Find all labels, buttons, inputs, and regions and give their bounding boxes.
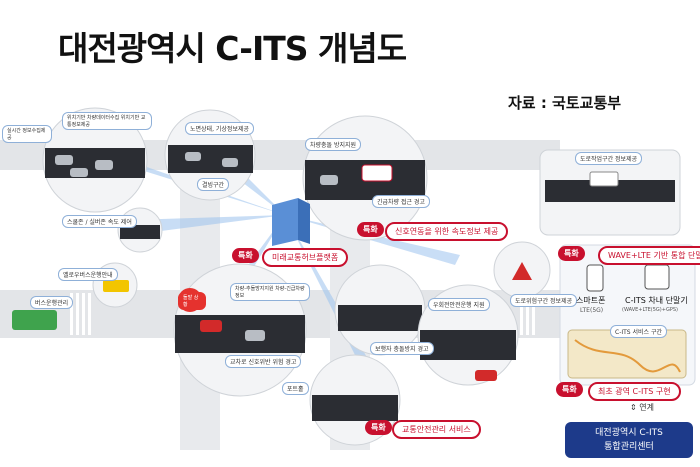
road-work-label: 도로작업구간 정보제공 — [575, 152, 643, 165]
service-zone-label: C-ITS 서비스 구간 — [610, 325, 668, 338]
special-tag-1: 특화 — [357, 222, 384, 237]
bus-icon — [12, 310, 57, 330]
integrated-control-center: 대전광역시 C-ITS 통합관리센터 — [565, 422, 693, 458]
center-name-line2: 통합관리센터 — [604, 442, 654, 452]
future-platform-pill: 미래교통허브플랫폼 — [262, 248, 349, 267]
center-building-icon — [272, 198, 310, 246]
collision-label: 차량-추돌방지지원 차량-긴급차량 정보 — [230, 283, 310, 301]
vehicle-info-label: 위치기반 차량데이터수집 위치기반 교통정보제공 — [62, 112, 152, 130]
center-name-line1: 대전광역시 C-ITS — [595, 428, 663, 438]
link-label: ⇕ 연계 — [630, 403, 654, 412]
terminal-panel — [559, 244, 696, 386]
signal-speed-pill: 신호연동을 위한 속도정보 제공 — [385, 222, 509, 241]
special-tag-2: 특화 — [232, 248, 259, 263]
first-city-pill: 최초 광역 C-ITS 구현 — [588, 382, 681, 401]
scene-circle-top-left — [42, 107, 148, 213]
scene-box-roadwork — [539, 149, 681, 236]
smartphone-label: 스마트폰 — [576, 296, 606, 305]
road-hazard-label: 도로위험구간 정보제공 — [510, 294, 578, 307]
pothole-label: 포트홀 — [282, 382, 309, 395]
special-tag-5: 특화 — [556, 382, 583, 397]
bus-mgmt-label: 버스운행관리 — [30, 296, 74, 309]
vehicle-terminal-label: C-ITS 차내 단말기 — [625, 296, 688, 305]
scene-circle-ped — [334, 264, 426, 356]
urgent-vehicle-label: 긴급차량 접근 경고 — [372, 195, 430, 208]
scene-circle-warning — [493, 241, 551, 299]
intersection-label: 교차로 신호위반 위험 경고 — [225, 355, 302, 368]
terminal-dev-pill: WAVE+LTE 기반 통합 단말 개발 — [598, 246, 700, 265]
accident-label: 돌발 상황 — [178, 292, 206, 310]
realtime-info-label: 실시간 정보수집제공 — [2, 125, 52, 143]
school-zone-label: 스쿨존 / 실버존 속도 제어 — [62, 215, 137, 228]
page-title: 대전광역시 C-ITS 개념도 — [58, 29, 407, 68]
special-tag-4: 특화 — [558, 246, 585, 261]
pedestrian-label: 보행자 충돌방지 경고 — [370, 342, 434, 355]
source-label: 자료 : 국토교통부 — [508, 94, 622, 112]
right-turn-label: 우회전안전운행 지원 — [428, 298, 490, 311]
emergency-support-label: 차량충돌 방지지원 — [305, 138, 362, 151]
slip-zone-label: 결빙구간 — [197, 178, 230, 191]
vehicle-terminal-sub-label: (WAVE+LTE(5G)+GPS) — [622, 307, 678, 313]
special-tag-3: 특화 — [365, 420, 392, 435]
weather-info-label: 노면상태, 기상정보제공 — [185, 122, 255, 135]
traffic-safety-pill: 교통안전관리 서비스 — [392, 420, 481, 439]
yellow-bus-label: 옐로우버스운행안내 — [58, 268, 118, 281]
smartphone-sub-label: LTE(5G) — [580, 307, 604, 314]
